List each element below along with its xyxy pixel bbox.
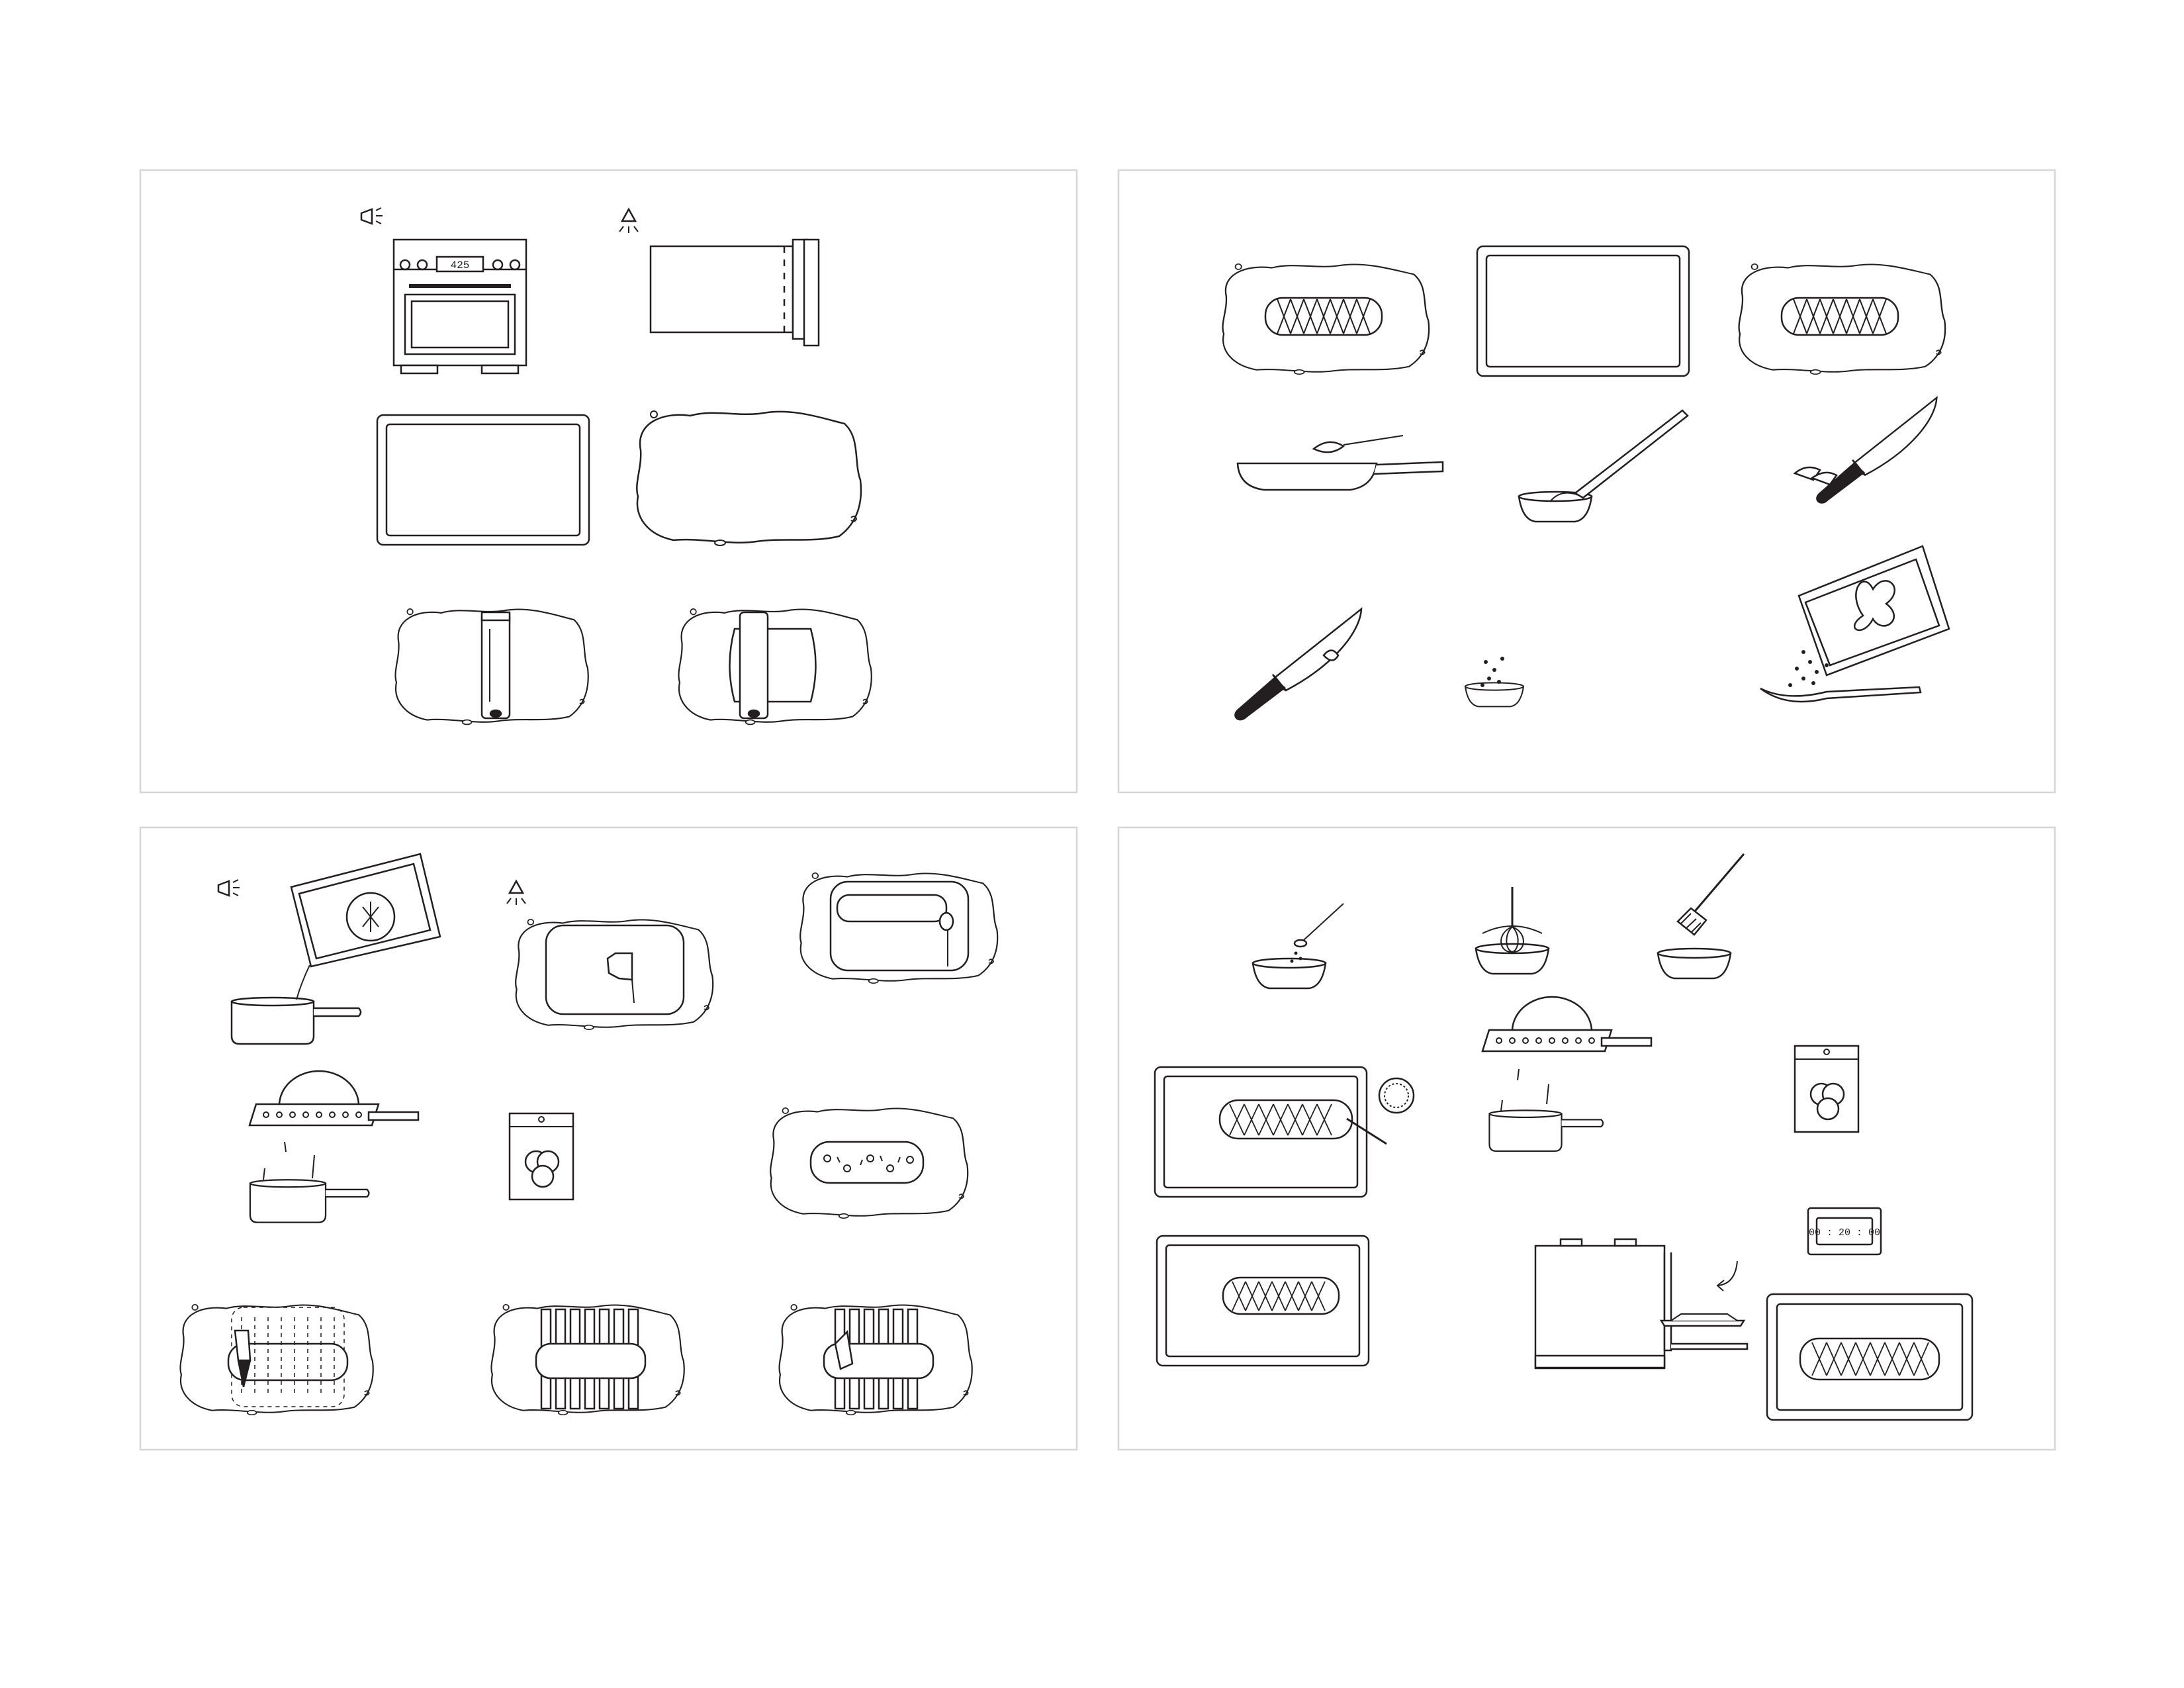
sound-icon: [361, 208, 383, 224]
ready-sheet-step: [1157, 1236, 1369, 1366]
filling-steps: [181, 854, 998, 1415]
braided-loaf-step-2: [1739, 264, 1946, 374]
knife-chop-step: [1235, 609, 1361, 720]
warning-icon: [619, 209, 638, 233]
warning-icon-2: [507, 881, 525, 905]
season-bowl-step: [1253, 904, 1343, 988]
braided-loaf-step: [1223, 264, 1430, 374]
timer-step: 00 : 20 : 00: [1808, 1208, 1881, 1254]
oven-temperature: 425: [451, 259, 470, 271]
herb-packet-step: [1760, 546, 1949, 702]
brush-bowl-step: [1658, 854, 1744, 978]
egg-wash-step: [1155, 1067, 1414, 1197]
oven-insert-step: [1535, 1239, 1747, 1368]
baked-braid-step: [1767, 1294, 1972, 1420]
cheese-bag-2: [1795, 1046, 1858, 1132]
skillet-pour-step: [1519, 410, 1688, 522]
knife-slice-step: [1795, 398, 1936, 503]
rolled-dough-step: [679, 609, 872, 725]
baking-sheet: [377, 415, 589, 545]
prep-steps: 425: [361, 208, 872, 724]
parchment-dough: [637, 411, 861, 545]
bake-steps: 00 : 20 : 00: [1155, 854, 1972, 1420]
strips-cut-step: [492, 1305, 684, 1415]
skillet-spoon-step: [1238, 436, 1443, 490]
cut-strips-step: [181, 1305, 373, 1415]
sauce-spread-step: [516, 919, 713, 1029]
strips-fold-step: [780, 1305, 972, 1415]
sauce-pour-step: [232, 854, 440, 1044]
cheese-bag: [510, 1113, 573, 1199]
prep-panel: [140, 170, 1077, 792]
filling-layer-step: [770, 1108, 968, 1218]
baking-sheet-2: [1477, 246, 1689, 376]
parchment-roll-illustration: [651, 240, 819, 346]
whisk-bowl-step: [1476, 887, 1549, 974]
sauce-spread-edge-step: [800, 873, 997, 983]
timer-display: 00 : 20 : 00: [1809, 1227, 1880, 1239]
sound-icon-2: [218, 880, 240, 896]
oven-illustration: 425: [394, 240, 526, 373]
rolling-dough-step: [396, 609, 588, 725]
cheese-grater-step: [250, 1071, 418, 1223]
grate-topping-step: [1482, 997, 1651, 1151]
